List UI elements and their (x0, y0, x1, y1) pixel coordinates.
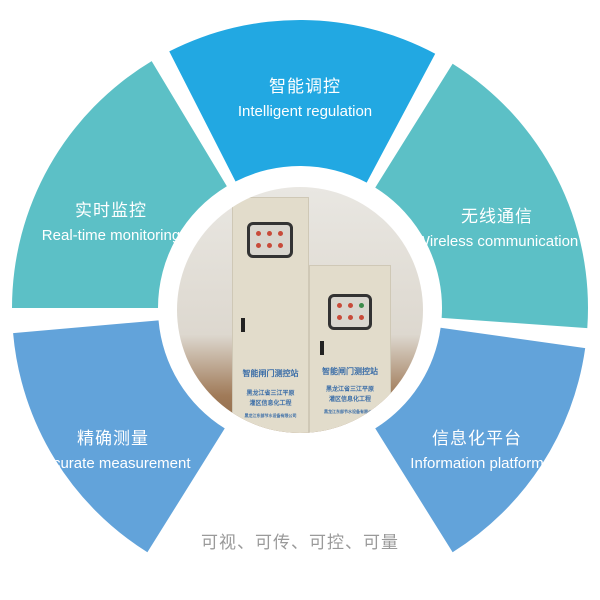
segment-bottom-left (13, 320, 225, 553)
cabinet-window (247, 222, 293, 258)
center-photo: 智能闸门测控站 黑龙江省三江平原 灌区信息化工程 黑龙江东部节水设备有限公司 智… (177, 187, 423, 433)
cabinet-title: 智能闸门测控站 (242, 369, 299, 378)
label-bottom-left: 精确测量 Accurate measurement (35, 429, 191, 472)
cabinet-large: 智能闸门测控站 黑龙江省三江平原 灌区信息化工程 黑龙江东部节水设备有限公司 (232, 197, 309, 433)
segment-top (169, 19, 436, 183)
footer-caption: 可视、可传、可控、可量 (201, 533, 399, 553)
segment-left (12, 61, 227, 308)
segment-bottom-right (375, 327, 586, 553)
label-bottom-right: 信息化平台 Information platform (410, 429, 544, 472)
label-top: 智能调控 Intelligent regulation (237, 77, 373, 120)
label-left: 实时监控 Real-time monitoring (41, 201, 181, 244)
cabinet-small: 智能闸门测控站 黑龙江省三江平原 灌区信息化工程 黑龙江东部节水设备有限公司 (309, 265, 391, 433)
cabinet-window (328, 294, 372, 330)
label-right: 无线通信 Wireless communication (415, 207, 579, 250)
segment-right (375, 63, 588, 329)
